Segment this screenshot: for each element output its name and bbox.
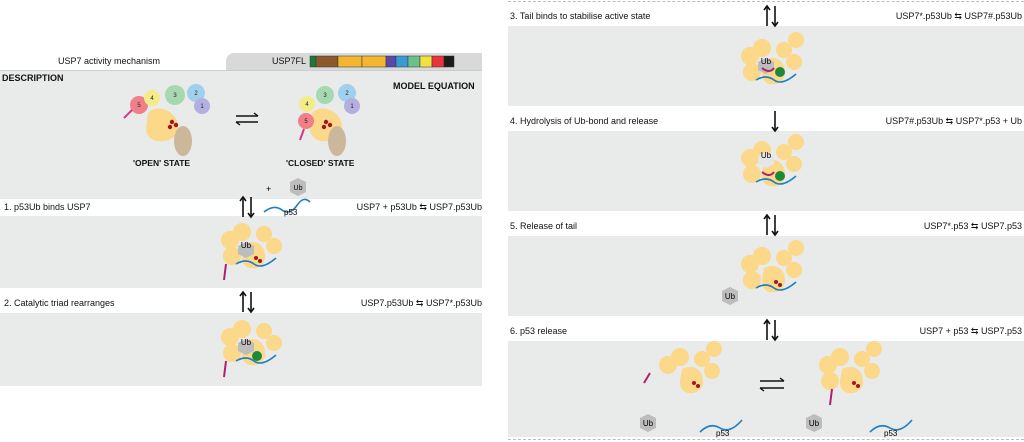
closed-state-label: 'CLOSED' STATE	[286, 158, 355, 168]
usp7-free-step6	[643, 341, 722, 394]
svg-text:1: 1	[350, 104, 354, 110]
complex-step4	[741, 134, 804, 187]
free-ub-left6	[640, 414, 656, 432]
step-3-label: 3. Tail binds to stabilise active state	[510, 11, 651, 21]
usp7-closed-step6	[819, 341, 882, 406]
plus-sign: +	[266, 184, 271, 194]
svg-text:5: 5	[304, 119, 308, 125]
header-title: USP7 activity mechanism	[58, 56, 161, 66]
open-state-label: 'OPEN' STATE	[133, 158, 191, 168]
domain-segment	[385, 55, 397, 68]
ub-label-complex1: Ub	[241, 241, 252, 250]
svg-text:1: 1	[200, 104, 204, 110]
p53-ub-substrate	[263, 178, 311, 213]
step-6-equation: USP7 + p53 ⇆ USP7.p53	[919, 326, 1022, 336]
svg-text:2: 2	[194, 91, 198, 97]
domain-label: USP7FL	[272, 56, 307, 66]
complex-step3	[741, 32, 804, 85]
svg-text:4: 4	[150, 96, 154, 102]
step-5-label: 5. Release of tail	[510, 221, 578, 231]
step-6-label: 6. p53 release	[510, 326, 568, 336]
complex-step2	[221, 320, 282, 378]
step-2-label: 2. Catalytic triad rearranges	[4, 298, 115, 308]
model-equation-heading: MODEL EQUATION	[393, 81, 475, 91]
domain-segment	[419, 55, 433, 68]
p53-free-left6	[699, 419, 743, 433]
step-5-bar	[508, 218, 1024, 235]
description-heading: DESCRIPTION	[2, 73, 64, 83]
domain-segment	[407, 55, 421, 68]
step-3-equation: USP7*.p53Ub ⇆ USP7#.p53Ub	[895, 11, 1022, 21]
domain-bar	[309, 55, 455, 68]
p53-label-step1: p53	[284, 208, 298, 217]
closed-state-protein	[298, 84, 360, 156]
complex-step1	[221, 223, 282, 281]
step-6-bar	[508, 323, 1024, 340]
complex-step5	[741, 240, 804, 293]
svg-text:2: 2	[345, 91, 349, 97]
free-ub-step5	[722, 287, 738, 305]
step-5-equation: USP7*.p53 ⇆ USP7.p53	[923, 221, 1022, 231]
domain-number-labels: 5 4 3 2 1	[137, 91, 204, 110]
ub-label-right6: Ub	[809, 419, 820, 428]
domain-segment	[309, 55, 317, 68]
domain-segment	[431, 55, 445, 68]
domain-segment	[395, 55, 409, 68]
open-closed-arrows	[235, 112, 259, 126]
step-3-bar	[508, 8, 1024, 25]
svg-text:3: 3	[173, 93, 177, 99]
p53-label-right6: p53	[884, 429, 898, 438]
p53-label-left6: p53	[716, 429, 730, 438]
svg-text:3: 3	[323, 93, 327, 99]
step-1-equation: USP7 + p53Ub ⇆ USP7.p53Ub	[356, 202, 482, 212]
release-arrows	[759, 377, 785, 392]
description-panel	[0, 71, 482, 199]
domain-segment	[337, 55, 363, 68]
domain-segment	[361, 55, 387, 68]
top-dash	[508, 1, 1024, 2]
ub-label-complex3: Ub	[761, 57, 772, 66]
ub-label-left6: Ub	[643, 419, 654, 428]
step-6-panel	[508, 341, 1024, 437]
step-1-bar	[0, 199, 482, 216]
step-4-equation: USP7#.p53Ub ⇆ USP7*.p53 + Ub	[885, 116, 1022, 126]
free-ub-right6	[806, 414, 822, 432]
ub-label-complex2: Ub	[241, 338, 252, 347]
p53-free-right6	[869, 419, 913, 433]
svg-text:4: 4	[305, 102, 309, 108]
step-1-label: 1. p53Ub binds USP7	[4, 202, 91, 212]
step-4-bar	[508, 113, 1024, 130]
open-state-protein	[123, 84, 210, 156]
step-4-label: 4. Hydrolysis of Ub-bond and release	[510, 116, 659, 126]
ub-label-free5: Ub	[725, 292, 736, 301]
ub-label-complex4: Ub	[761, 151, 772, 160]
domain-number-labels-closed: 5 4 3 2 1	[304, 91, 354, 125]
step-2-equation: USP7.p53Ub ⇆ USP7*.p53Ub	[360, 298, 482, 308]
ub-label-step1: Ub	[294, 185, 303, 192]
domain-segment	[315, 55, 339, 68]
domain-segment	[443, 55, 455, 68]
step-2-bar	[0, 295, 482, 312]
bottom-dash	[508, 439, 1024, 440]
svg-text:5: 5	[137, 103, 141, 109]
